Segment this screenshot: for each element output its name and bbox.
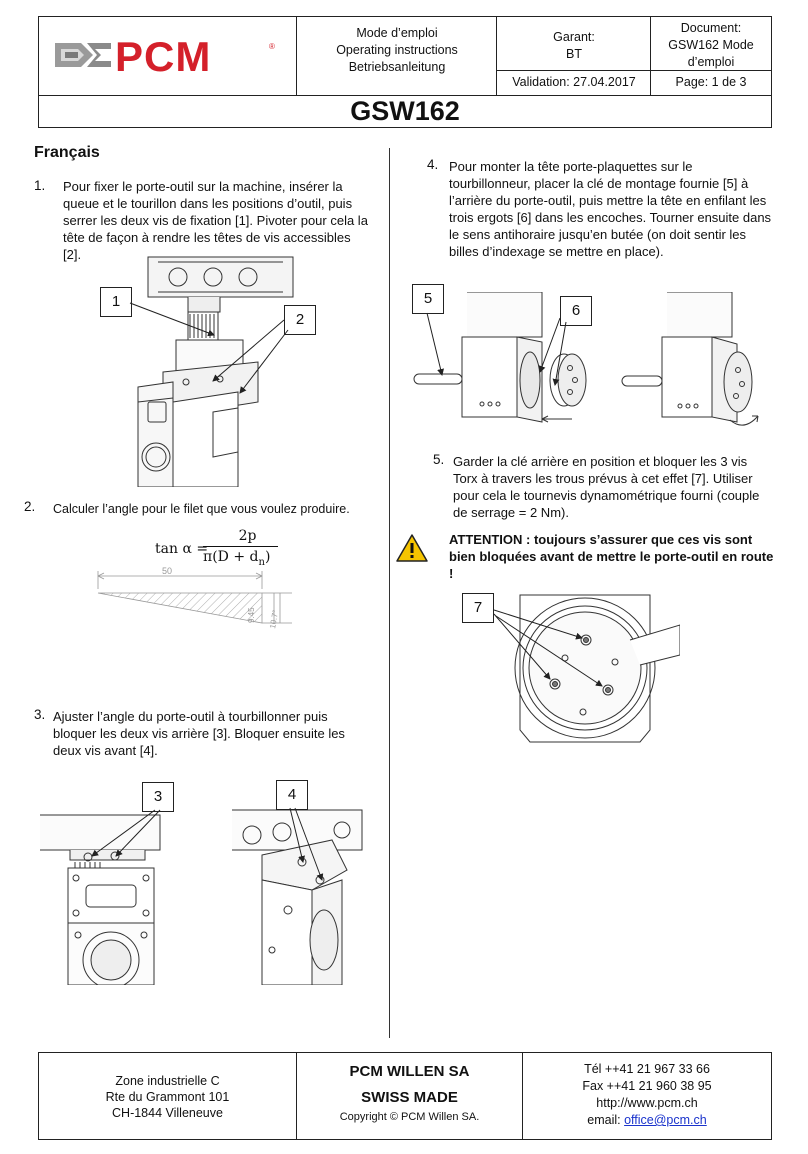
title-bar: GSW162	[38, 93, 772, 128]
doc-type-de: Betriebsanleitung	[348, 60, 446, 74]
footer-address: Zone industrielle C Rte du Grammont 101 …	[39, 1053, 297, 1139]
callout-3: 3	[142, 782, 174, 812]
callout-6: 6	[560, 296, 592, 326]
dim-10-7: 10.7°	[268, 609, 280, 629]
validation-cell: Validation: 27.04.2017	[497, 71, 651, 95]
warning-icon	[396, 534, 428, 562]
garant-label: Garant:	[553, 30, 595, 44]
figure-rear-screws	[40, 814, 161, 985]
formula-denominator: π(D + dn)	[203, 549, 271, 568]
document-label: Document:	[680, 21, 742, 35]
telephone: Tél ++41 21 967 33 66	[584, 1062, 710, 1076]
document-cell: Document: GSW162 Mode d’emploi	[651, 17, 771, 71]
callout-4: 4	[276, 780, 308, 810]
doc-type-fr: Mode d’emploi	[356, 26, 438, 40]
step3-number: 3.	[34, 707, 46, 722]
figure-torx-screws	[514, 594, 680, 743]
step4-text: Pour monter la tête porte-plaquettes sur…	[449, 159, 772, 259]
page-number: Page: 1 de 3	[675, 75, 747, 89]
angle-diagram: 50 9.45 10.7°	[97, 566, 292, 629]
callout-1: 1	[100, 287, 132, 317]
page-cell: Page: 1 de 3	[651, 71, 771, 95]
fax: Fax ++41 21 960 38 95	[582, 1079, 712, 1093]
callout-arrows-3-4	[91, 807, 324, 881]
step1-number: 1.	[34, 178, 46, 193]
doc-type-cell: Mode d’emploi Operating instructions Bet…	[297, 17, 497, 95]
figure-front-screws	[232, 809, 363, 985]
step1-text: Pour fixer le porte-outil sur la machine…	[63, 179, 368, 262]
validation-date: Validation: 27.04.2017	[512, 75, 636, 89]
footer-contact: Tél ++41 21 967 33 66 Fax ++41 21 960 38…	[523, 1053, 771, 1139]
dim-9-45: 9.45	[247, 607, 256, 623]
svg-text:®: ®	[269, 42, 275, 51]
column-divider	[389, 148, 390, 1038]
company-name: PCM WILLEN SA	[349, 1063, 470, 1080]
step3-text: Ajuster l’angle du porte-outil à tourbil…	[53, 709, 345, 758]
callout-2: 2	[284, 305, 316, 335]
footer-company: PCM WILLEN SA SWISS MADE Copyright © PCM…	[297, 1053, 523, 1139]
garant-cell: Garant: BT	[497, 17, 651, 71]
section-title: Français	[34, 144, 100, 161]
copyright: Copyright © PCM Willen SA.	[339, 1111, 480, 1123]
page-title: GSW162	[350, 96, 460, 126]
garant-value: BT	[566, 47, 582, 61]
figure-tool-mounting	[137, 256, 294, 487]
swiss-made: SWISS MADE	[361, 1089, 458, 1106]
fraction-bar	[203, 546, 278, 547]
logo-cell: PCM ®	[39, 17, 297, 95]
document-footer: Zone industrielle C Rte du Grammont 101 …	[38, 1052, 772, 1140]
step5-number: 5.	[433, 452, 445, 467]
callout-7: 7	[462, 593, 494, 623]
step2-text: Calculer l’angle pour le filet que vous …	[53, 502, 350, 516]
email-link[interactable]: office@pcm.ch	[624, 1113, 707, 1127]
email-line: email: office@pcm.ch	[587, 1113, 707, 1127]
document-value-2: d’emploi	[687, 55, 735, 69]
step4-number: 4.	[427, 157, 439, 172]
step2-number: 2.	[24, 499, 36, 514]
warning-text: ATTENTION : toujours s’assurer que ces v…	[449, 532, 774, 581]
callout-5: 5	[412, 284, 444, 314]
pcm-logo: PCM ®	[55, 35, 275, 79]
step5-text: Garder la clé arrière en position et blo…	[453, 454, 760, 520]
figure-head-mounting	[413, 292, 759, 426]
dim-50: 50	[162, 566, 172, 576]
website-link[interactable]: http://www.pcm.ch	[596, 1096, 698, 1110]
callout-arrows-7	[493, 609, 603, 687]
logo-text: PCM	[115, 35, 211, 79]
document-header: PCM ® Mode d’emploi Operating instructio…	[38, 16, 772, 96]
document-value-1: GSW162 Mode	[668, 38, 754, 52]
doc-type-en: Operating instructions	[336, 43, 458, 57]
callout-arrows-5-6	[426, 312, 567, 386]
callout-arrows-1-2	[129, 302, 289, 394]
formula-numerator: 2p	[238, 528, 257, 544]
formula-lhs: tan α =	[155, 541, 209, 557]
